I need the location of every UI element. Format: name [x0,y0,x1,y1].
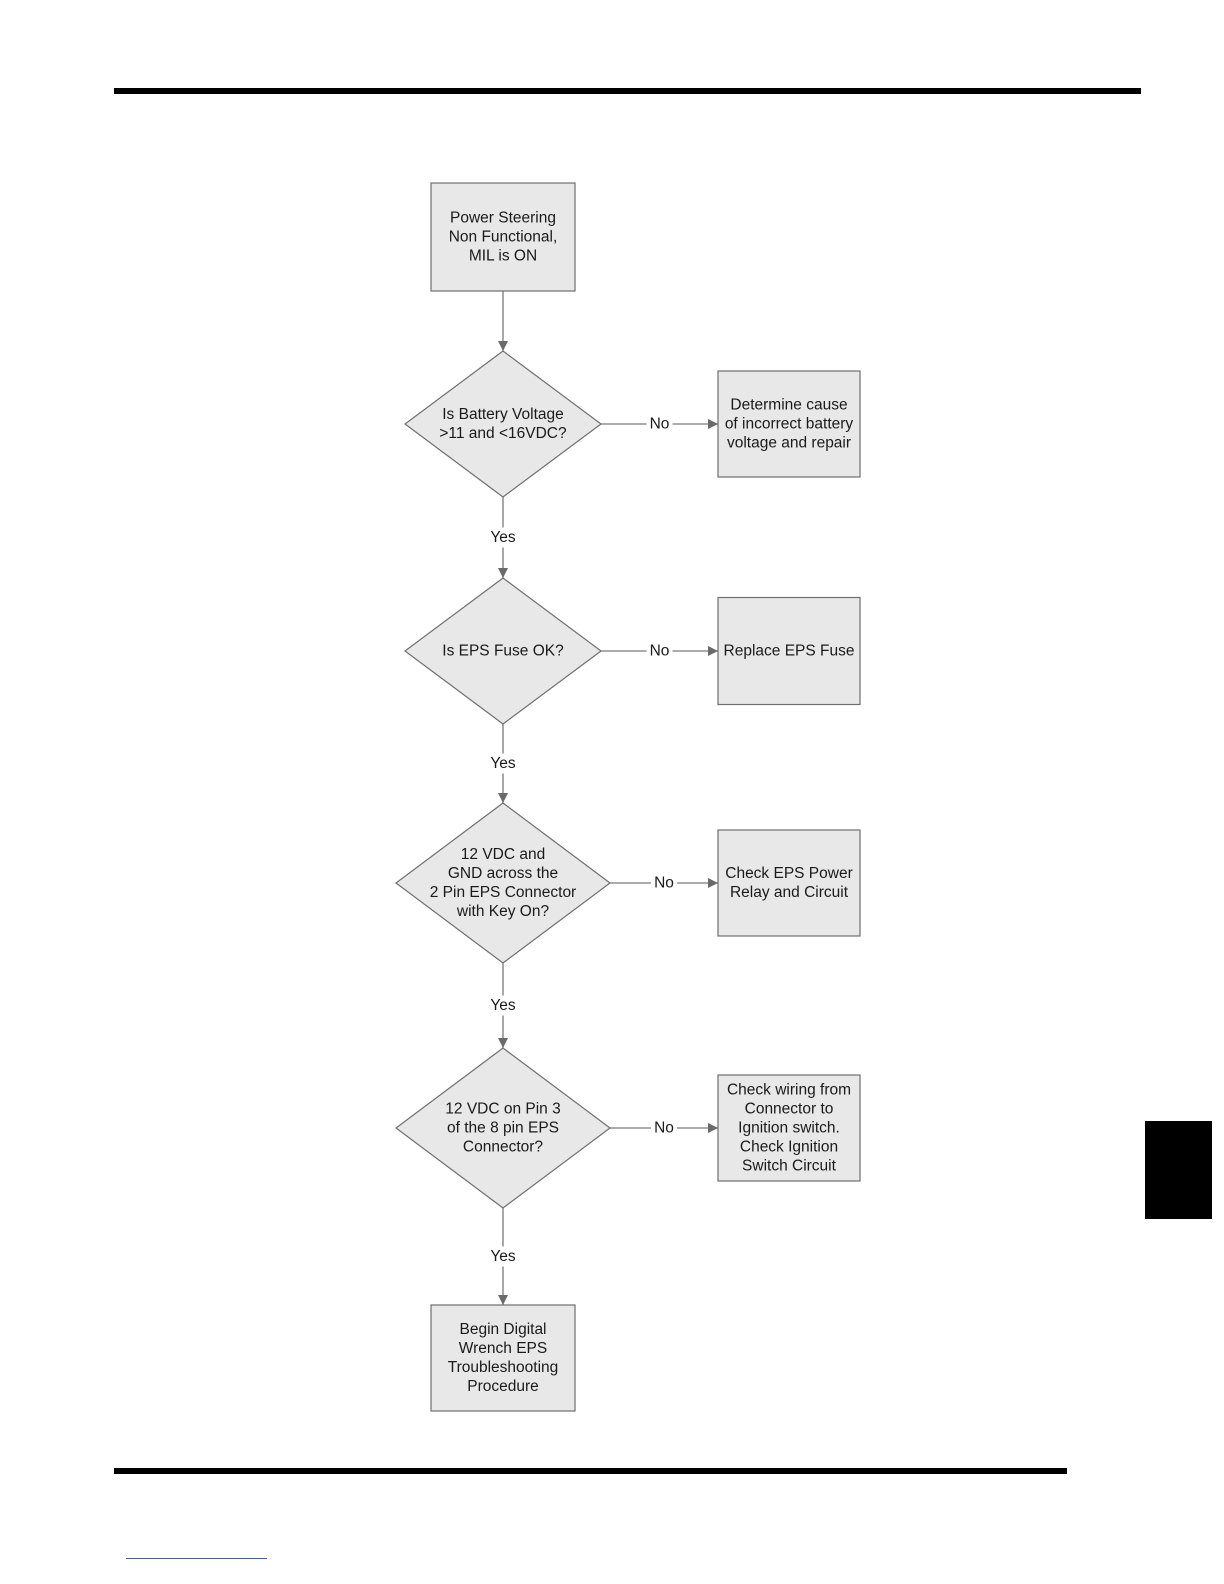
edge-label-background [487,753,519,774]
node-text-line: Check Ignition [740,1139,838,1156]
section-tab [1145,1121,1212,1219]
node-text-line: Check wiring from [727,1082,851,1099]
node-text-line: 12 VDC and [461,846,545,863]
process-box [430,182,576,292]
edge-label-yes: Yes [490,529,516,546]
node-text-line: Ignition switch. [738,1120,840,1137]
edge-label-background [646,414,673,434]
node-text-line: Power Steering [450,210,556,227]
edge-label-background [651,873,677,893]
node-text-line: of incorrect battery [725,416,854,433]
arrowhead [498,568,508,578]
arrowhead [708,419,718,429]
node-text-line: Relay and Circuit [730,884,849,901]
edge-label-no: No [654,1120,674,1137]
node-q-fuse: Is EPS Fuse OK? [403,577,603,725]
process-box [430,1304,576,1412]
node-q-battery: Is Battery Voltage >11 and <16VDC? [403,350,603,498]
bottom-rule [114,1468,1067,1474]
edge-label-no: No [650,643,670,660]
node-text-line: Connector? [463,1139,544,1156]
arrowhead [498,341,508,351]
edge-label-yes: Yes [490,755,516,772]
node-text-line: Replace EPS Fuse [724,643,855,660]
node-text-line: voltage and repair [727,435,851,452]
node-text-line: Procedure [467,1378,539,1395]
node-text-line: 12 VDC on Pin 3 [445,1101,560,1118]
node-text-line: GND across the [448,865,558,882]
edge-label-no: No [650,416,670,433]
node-text-line: Begin Digital [459,1321,546,1338]
node-text-line: Is EPS Fuse OK? [442,643,564,660]
edge-label-background [487,527,519,548]
decision-diamond [403,577,603,725]
node-text-line: Troubleshooting [448,1359,559,1376]
process-box [717,1074,861,1182]
node-q-pin3: 12 VDC on Pin 3 of the 8 pin EPS Connector… [394,1047,612,1209]
node-text-line: >11 and <16VDC? [439,425,567,442]
arrowhead [708,878,718,888]
node-text-line: MIL is ON [469,248,537,265]
decision-diamond [394,802,612,964]
edge-label-background [487,995,519,1016]
edge-label-yes: Yes [490,1248,516,1265]
edge-label-yes: Yes [490,997,516,1014]
edge-label-background [651,1118,677,1138]
node-text-line: with Key On? [456,903,550,920]
edge-label-no: No [654,875,674,892]
node-a-fuse: Replace EPS Fuse [717,596,861,706]
arrowhead [498,793,508,803]
arrowhead [708,1123,718,1133]
node-text-line: Is Battery Voltage [442,406,564,423]
edge-label-background [646,641,673,661]
node-text-line: Switch Circuit [742,1158,837,1175]
decision-diamond [394,1047,612,1209]
process-box [717,596,861,706]
arrowhead [498,1295,508,1305]
node-a-battery: Determine cause of incorrect battery volta… [717,370,861,478]
edge-label-background [487,1246,519,1267]
node-text-line: Check EPS Power [725,865,853,882]
node-text-line: Non Functional, [449,229,558,246]
node-text-line: of the 8 pin EPS [447,1120,559,1137]
decision-diamond [403,350,603,498]
footer-link-underline [126,1558,267,1559]
arrowhead [708,646,718,656]
node-text-line: Connector to [745,1101,834,1118]
process-box [717,370,861,478]
top-rule [114,88,1141,94]
process-box [717,829,861,937]
node-text-line: Wrench EPS [459,1340,547,1357]
arrowhead [498,1038,508,1048]
node-text-line: Determine cause [730,397,847,414]
node-text-line: 2 Pin EPS Connector [430,884,576,901]
